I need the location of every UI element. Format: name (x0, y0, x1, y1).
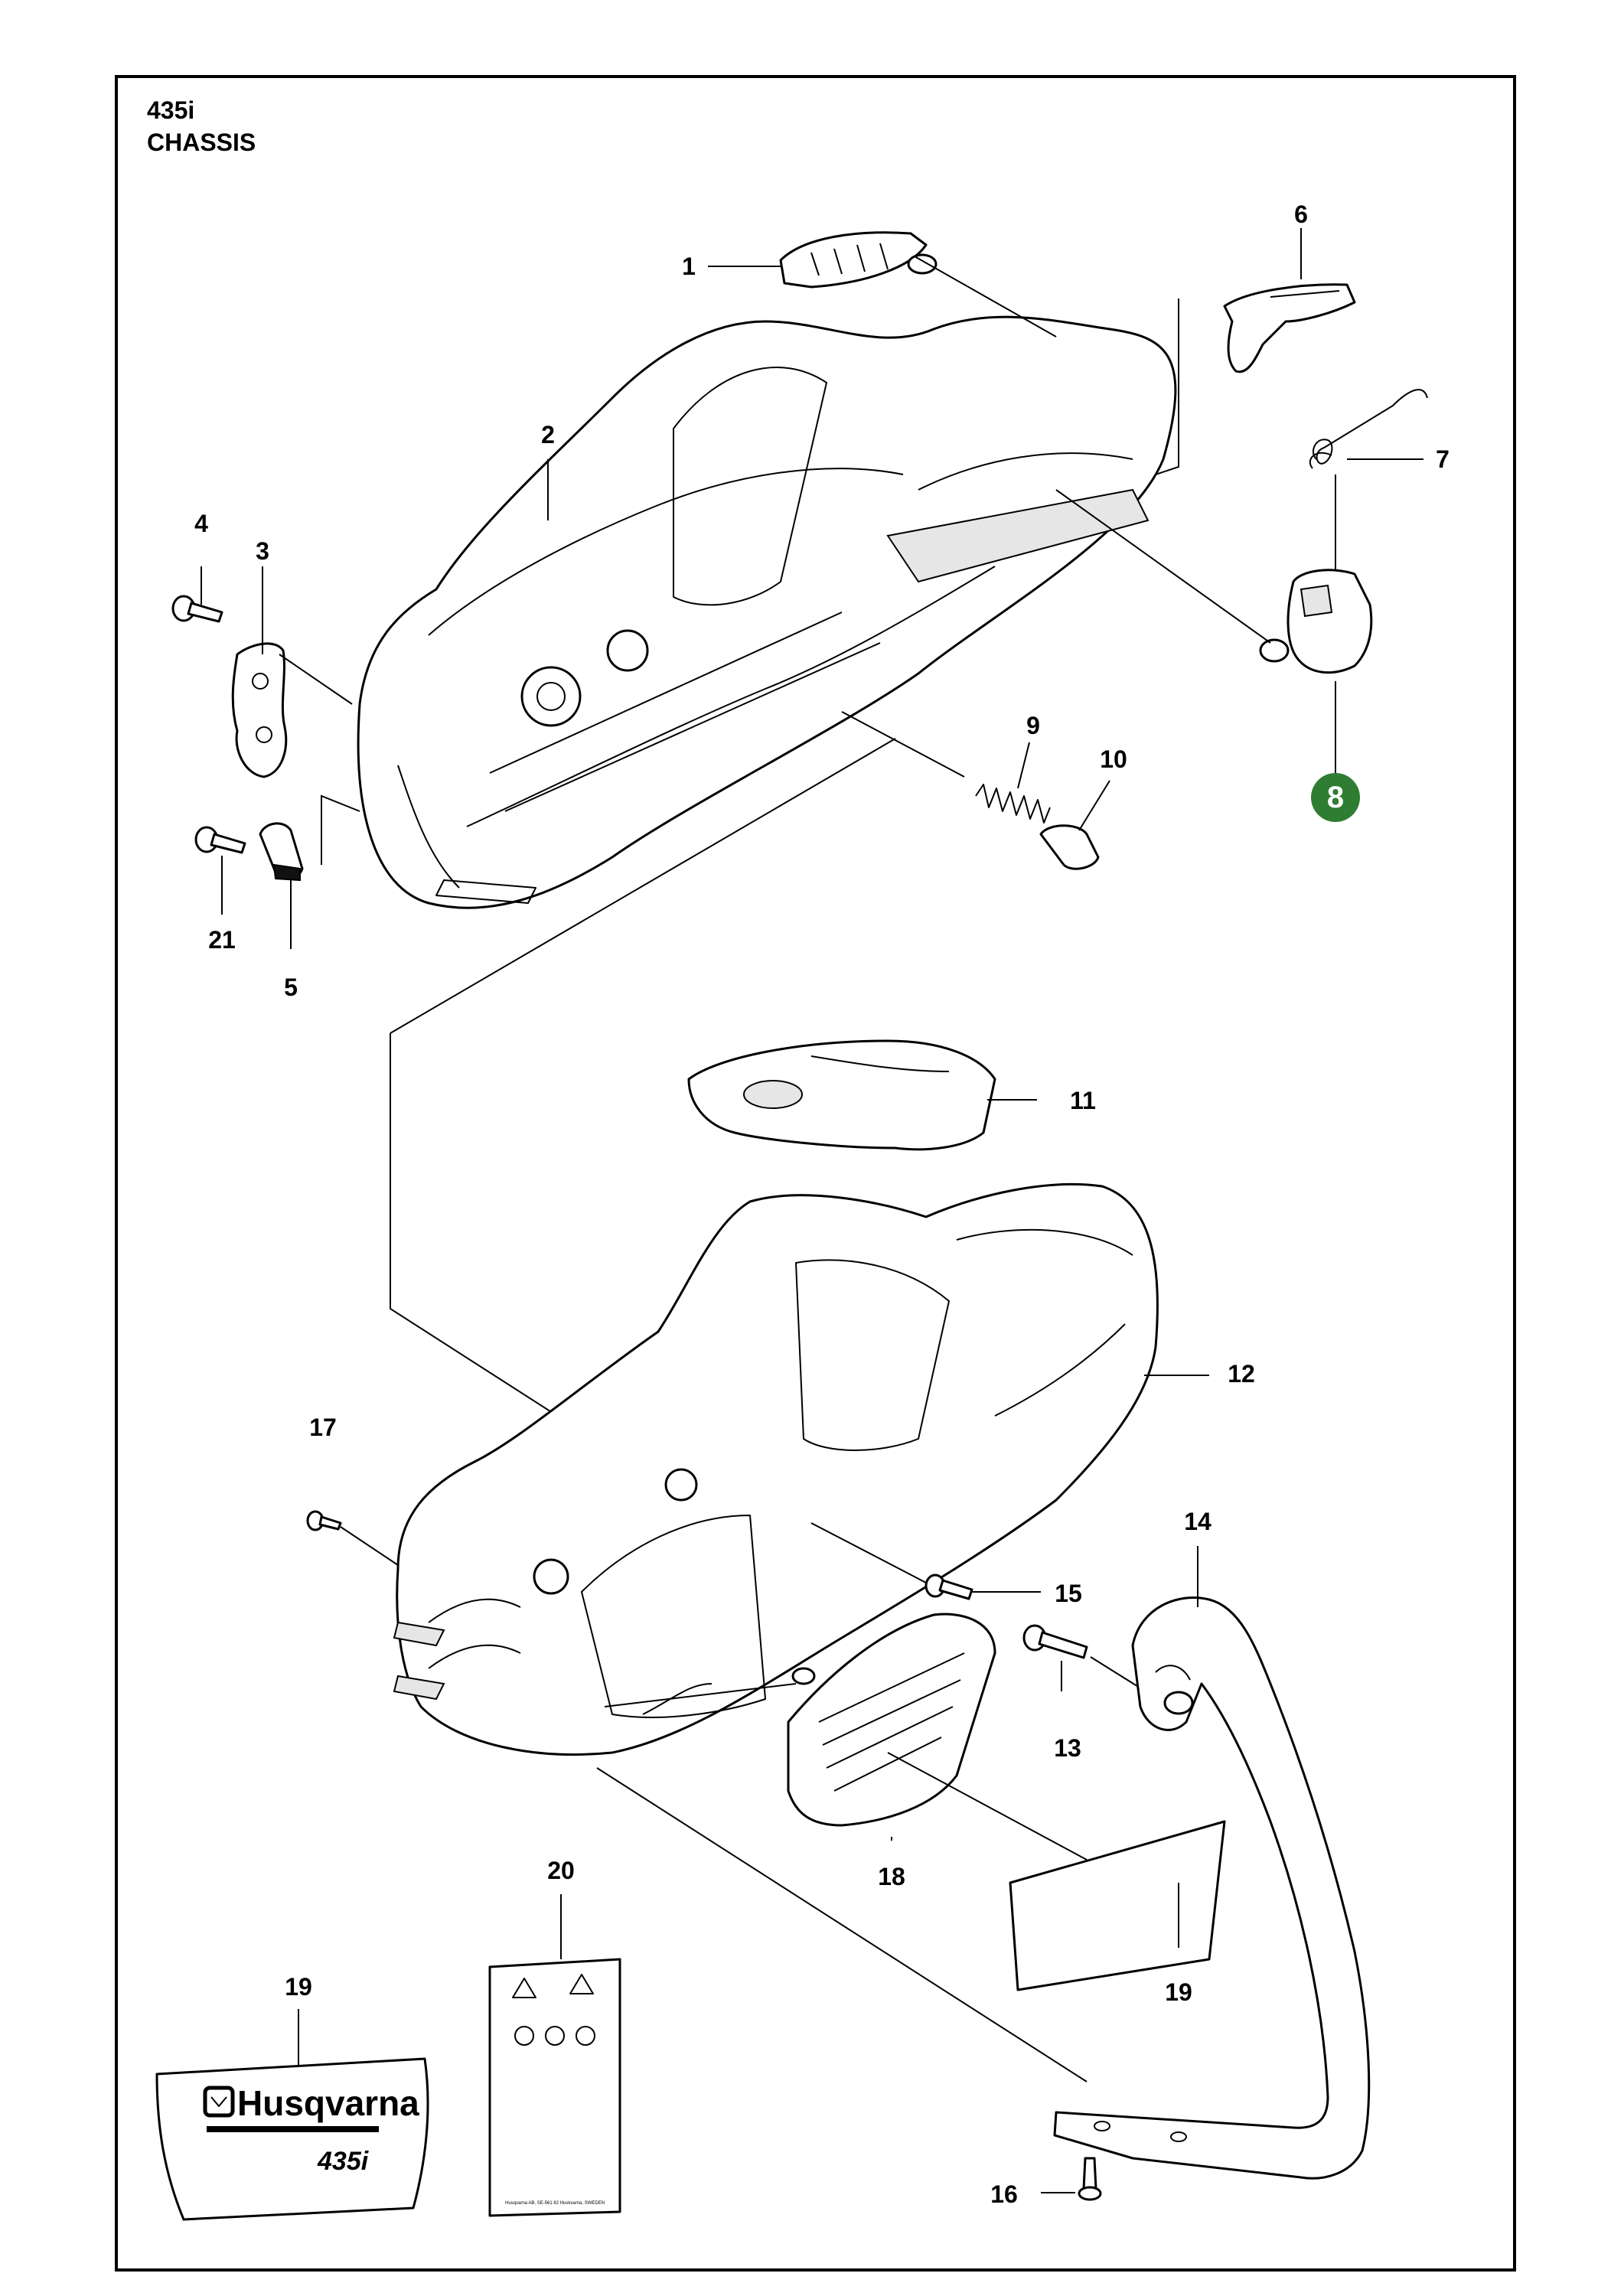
grille-cover-part-18[interactable] (787, 1613, 996, 1827)
callout-label-2[interactable]: 2 (541, 421, 555, 448)
handle-sticker-part-19[interactable] (1009, 1820, 1226, 1991)
callout-label-18[interactable]: 18 (878, 1863, 905, 1890)
decal-underline (207, 2126, 379, 2132)
front-handle-part-14[interactable] (1053, 1596, 1371, 2180)
throttle-lockout-part-6[interactable] (1223, 283, 1356, 373)
bumper-spike-part-3[interactable] (231, 642, 288, 778)
callout-label-20[interactable]: 20 (547, 1857, 575, 1884)
stop-button-part-10[interactable] (1039, 824, 1100, 870)
husqvarna-decal-part-19[interactable]: Husqvarna 435i (155, 2057, 429, 2221)
callout-labels (201, 228, 1423, 1841)
callout-label-12[interactable]: 12 (1228, 1360, 1255, 1388)
callout-label-4[interactable]: 4 (194, 510, 208, 537)
callout-label-21[interactable]: 21 (208, 926, 236, 954)
callout-label-19a[interactable]: 19 (285, 1973, 312, 2001)
callout-label-17[interactable]: 17 (309, 1414, 337, 1441)
bolt-part-4[interactable] (171, 595, 223, 623)
bolt-part-21[interactable] (194, 826, 246, 854)
chassis-part-2[interactable] (357, 315, 1177, 909)
throttle-trigger-part-8[interactable] (1259, 569, 1373, 674)
decal-model-text: 435i (317, 2147, 370, 2176)
spring-part-9[interactable] (975, 784, 1051, 823)
callout-badge-8[interactable] (1311, 773, 1360, 822)
callout-label-9[interactable]: 9 (1026, 712, 1040, 739)
housing-part-12[interactable] (393, 1182, 1159, 1756)
top-grip-insert-part-1[interactable] (779, 231, 938, 289)
callout-label-14[interactable]: 14 (1184, 1508, 1211, 1535)
callout-label-3[interactable]: 3 (256, 537, 269, 565)
chain-catcher-part-5[interactable] (259, 822, 304, 882)
cover-part-11[interactable] (687, 1039, 996, 1151)
callout-label-1[interactable]: 1 (682, 253, 696, 280)
callout-label-6[interactable]: 6 (1294, 201, 1308, 228)
decal-brand-text: Husqvarna (237, 2083, 419, 2123)
section-title: CHASSIS (147, 129, 256, 156)
callout-label-19b[interactable]: 19 (1165, 1978, 1192, 2006)
husqvarna-crown-icon (210, 2096, 227, 2107)
model-title: 435i (147, 96, 194, 124)
husqvarna-logo-icon (203, 2086, 235, 2118)
callout-label-11[interactable]: 11 (1070, 1087, 1096, 1114)
warning-label-fine-print: Husqvarna AB, SE-561 82 Huskvarna, SWEDE… (505, 2201, 605, 2206)
screw-part-16[interactable] (1078, 2157, 1102, 2201)
callout-label-15[interactable]: 15 (1055, 1580, 1082, 1607)
callout-label-10[interactable]: 10 (1100, 745, 1127, 773)
diagram-frame (115, 75, 1516, 2272)
torsion-spring-part-7[interactable] (1309, 389, 1428, 469)
callout-label-16[interactable]: 16 (990, 2180, 1018, 2208)
callout-label-5[interactable]: 5 (284, 974, 298, 1001)
callout-label-13[interactable]: 13 (1054, 1734, 1081, 1762)
warning-label-part-20[interactable]: Husqvarna AB, SE-561 82 Huskvarna, SWEDE… (488, 1958, 621, 2217)
callout-label-7[interactable]: 7 (1436, 445, 1450, 473)
callout-label-8[interactable]: 8 (1327, 781, 1344, 814)
bolt-part-15[interactable] (925, 1574, 973, 1600)
screw-part-17[interactable] (306, 1510, 342, 1531)
bolt-part-13[interactable] (1022, 1624, 1088, 1659)
